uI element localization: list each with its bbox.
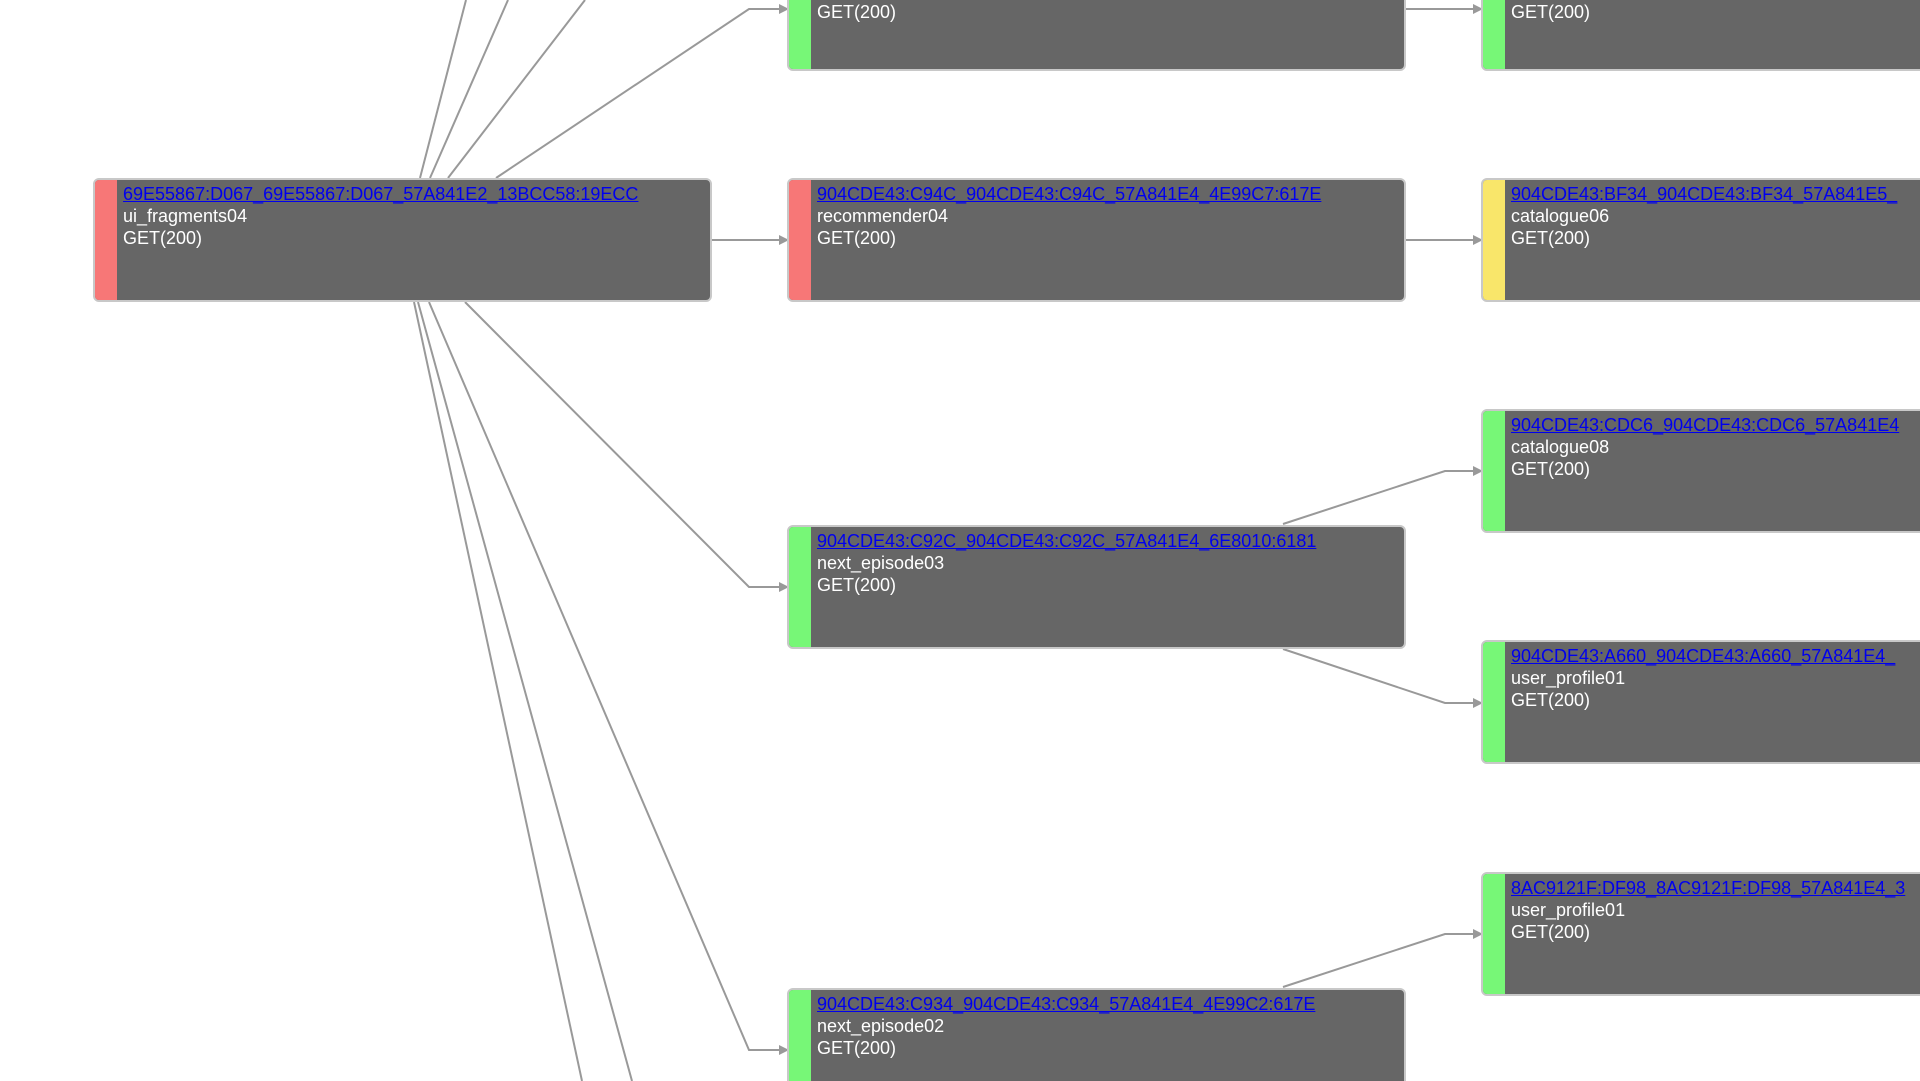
trace-node-ui-fragments04[interactable]: 69E55867:D067_69E55867:D067_57A841E2_13B…	[93, 178, 712, 302]
node-method-status: GET(200)	[817, 575, 897, 595]
node-method-status: GET(200)	[1511, 2, 1591, 22]
edge-to-top-mid	[495, 4, 789, 179]
trace-node-top-middle[interactable]: GET(200)	[787, 0, 1406, 71]
trace-node-next-episode03[interactable]: 904CDE43:C92C_904CDE43:C92C_57A841E4_6E8…	[787, 525, 1406, 649]
trace-span-link[interactable]: 904CDE43:CDC6_904CDE43:CDC6_57A841E4	[1511, 415, 1900, 435]
trace-span-link[interactable]: 8AC9121F:DF98_8AC9121F:DF98_57A841E4_3	[1511, 878, 1906, 898]
trace-span-link[interactable]: 904CDE43:C94C_904CDE43:C94C_57A841E4_4E9…	[817, 184, 1322, 204]
status-bar-ok	[789, 990, 811, 1081]
edge-up-3	[447, 0, 586, 179]
trace-node-user-profile01[interactable]: 8AC9121F:DF98_8AC9121F:DF98_57A841E4_3 u…	[1481, 872, 1920, 996]
edge-next-episode03-to-catalogue08	[1282, 466, 1483, 525]
edge-ui-to-next-episode02	[428, 301, 789, 1055]
status-bar-error	[789, 180, 811, 300]
edge-next-episode02-to-user-profile01-b	[1282, 929, 1483, 988]
status-bar-error	[95, 180, 117, 300]
node-service-name: catalogue06	[1511, 206, 1610, 226]
trace-node-catalogue06[interactable]: 904CDE43:BF34_904CDE43:BF34_57A841E5_ ca…	[1481, 178, 1920, 302]
node-method-status: GET(200)	[123, 228, 203, 248]
trace-span-link[interactable]: 904CDE43:A660_904CDE43:A660_57A841E4_	[1511, 646, 1896, 666]
node-service-name: user_profile01	[1511, 900, 1626, 920]
trace-node-top-right[interactable]: GET(200)	[1481, 0, 1920, 71]
node-service-name: user_profile01	[1511, 668, 1626, 688]
edge-up-2	[429, 0, 509, 179]
status-bar-ok	[1483, 874, 1505, 994]
status-bar-warning	[1483, 180, 1505, 300]
trace-node-recommender04[interactable]: 904CDE43:C94C_904CDE43:C94C_57A841E4_4E9…	[787, 178, 1406, 302]
trace-node-next-episode02[interactable]: 904CDE43:C934_904CDE43:C934_57A841E4_4E9…	[787, 988, 1406, 1081]
edge-down-1	[417, 301, 633, 1081]
node-service-name: catalogue08	[1511, 437, 1610, 457]
status-bar-ok	[789, 527, 811, 647]
node-method-status: GET(200)	[817, 2, 897, 22]
node-method-status: GET(200)	[1511, 922, 1591, 942]
node-method-status: GET(200)	[1511, 690, 1591, 710]
node-method-status: GET(200)	[1511, 228, 1591, 248]
trace-span-link[interactable]: 904CDE43:C934_904CDE43:C934_57A841E4_4E9…	[817, 994, 1316, 1014]
node-service-name: recommender04	[817, 206, 949, 226]
trace-span-link[interactable]: 69E55867:D067_69E55867:D067_57A841E2_13B…	[123, 184, 639, 204]
status-bar-ok	[1483, 642, 1505, 762]
edge-ui-to-next-episode03	[464, 301, 789, 592]
status-bar-ok	[1483, 0, 1505, 69]
edge-up-1	[419, 0, 467, 179]
node-service-name: next_episode03	[817, 553, 945, 573]
status-bar-ok	[1483, 411, 1505, 531]
node-method-status: GET(200)	[817, 1038, 897, 1058]
trace-span-link[interactable]: 904CDE43:C92C_904CDE43:C92C_57A841E4_6E8…	[817, 531, 1317, 551]
node-service-name: ui_fragments04	[123, 206, 248, 226]
status-bar-ok	[789, 0, 811, 69]
trace-node-catalogue08[interactable]: 904CDE43:CDC6_904CDE43:CDC6_57A841E4 cat…	[1481, 409, 1920, 533]
trace-span-link[interactable]: 904CDE43:BF34_904CDE43:BF34_57A841E5_	[1511, 184, 1898, 204]
edge-down-2	[413, 301, 583, 1081]
node-service-name: next_episode02	[817, 1016, 945, 1036]
edge-next-episode03-to-user-profile01-a	[1282, 648, 1483, 708]
node-method-status: GET(200)	[1511, 459, 1591, 479]
trace-node-user-profile01[interactable]: 904CDE43:A660_904CDE43:A660_57A841E4_ us…	[1481, 640, 1920, 764]
node-method-status: GET(200)	[817, 228, 897, 248]
